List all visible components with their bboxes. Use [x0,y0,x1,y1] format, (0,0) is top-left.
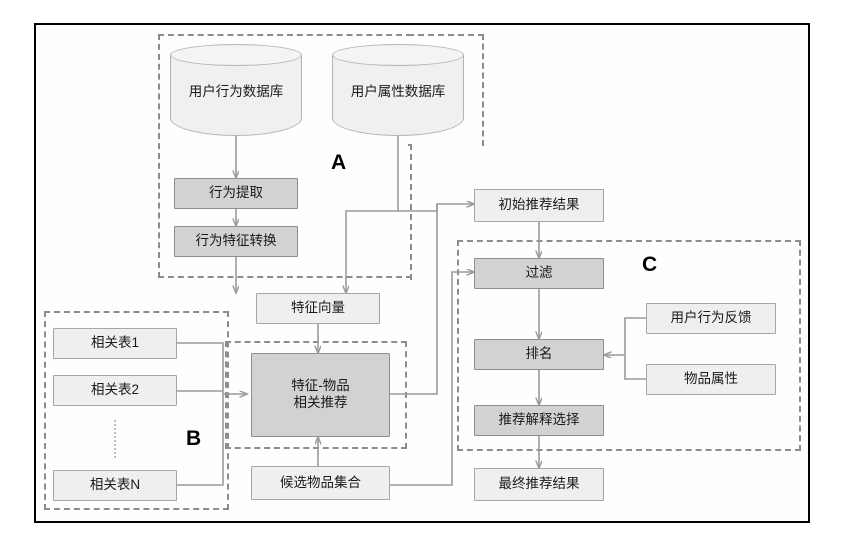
group-region-a-extension [408,34,484,146]
node-feature-item-recommend: 特征-物品 相关推荐 [251,353,390,437]
node-filter: 过滤 [474,258,604,289]
node-candidate-item-set: 候选物品集合 [251,466,390,500]
node-relation-table-2: 相关表2 [53,375,177,406]
group-region-a-main [158,34,412,278]
cylinder-top [332,44,464,66]
node-ranking: 排名 [474,339,604,370]
ellipsis-vertical [114,420,116,458]
group-region-a-edge-right-lower [410,144,412,280]
cylinder-body [332,55,464,136]
node-user-behavior-db: 用户行为数据库 [170,44,302,136]
group-region-b [44,311,229,510]
node-explain-select: 推荐解释选择 [474,405,604,436]
group-label-a: A [331,151,347,174]
node-item-attribute: 物品属性 [646,364,776,395]
node-label-line-2: 相关推荐 [293,395,348,410]
cylinder-top [170,44,302,66]
node-final-recommend-result: 最终推荐结果 [474,468,604,501]
node-label-line-1: 特征-物品 [291,378,350,394]
node-initial-recommend-result: 初始推荐结果 [474,189,604,222]
node-user-attribute-db: 用户属性数据库 [332,44,464,136]
group-label-b: B [186,427,202,450]
group-label-c: C [642,253,658,276]
cylinder-body [170,55,302,136]
group-region-a-edge-top-join [408,144,412,146]
node-relation-table-1: 相关表1 [53,328,177,359]
node-label: 用户行为数据库 [188,84,284,99]
node-behavior-feature-transform: 行为特征转换 [174,226,298,257]
node-feature-vector: 特征向量 [256,293,380,324]
node-relation-table-n: 相关表N [53,470,177,501]
node-behavior-extract: 行为提取 [174,178,298,209]
node-label: 用户属性数据库 [350,84,446,99]
node-user-behavior-feedback: 用户行为反馈 [646,303,776,334]
